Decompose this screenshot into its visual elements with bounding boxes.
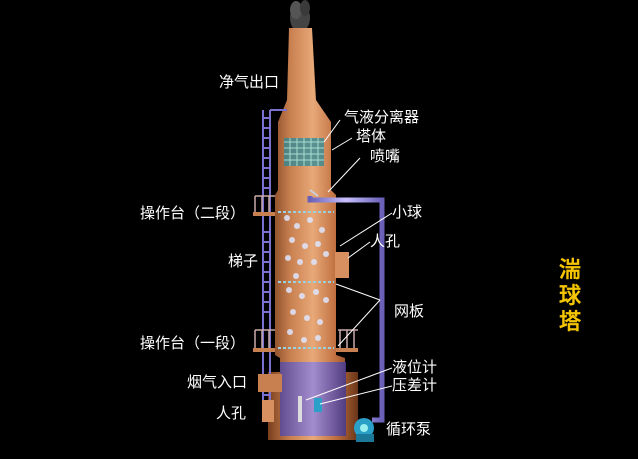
- label-flue-gas-inlet: 烟气入口: [187, 373, 247, 391]
- circulation-pump: [354, 418, 374, 442]
- diff-pressure-gauge: [314, 398, 322, 412]
- label-ladder: 梯子: [228, 252, 258, 270]
- platform-stage1: [253, 329, 358, 352]
- label-mesh-plate: 网板: [394, 302, 424, 320]
- label-level-gauge: 液位计: [392, 358, 437, 376]
- title-char-2: 球: [558, 284, 581, 309]
- small-balls: [284, 215, 329, 343]
- separator-mesh: [284, 138, 324, 166]
- label-platform-stage1: 操作台（一段）: [140, 334, 245, 352]
- label-manhole-upper: 人孔: [370, 232, 400, 250]
- circulation-pipe: [307, 189, 385, 423]
- level-gauge: [298, 396, 302, 422]
- label-manhole-lower: 人孔: [216, 404, 246, 422]
- leader-lines: [305, 119, 393, 405]
- label-tower-body: 塔体: [356, 127, 386, 145]
- platform-stage2: [253, 195, 275, 216]
- sump-liquid: [280, 362, 346, 436]
- flue-gas-inlet: [258, 374, 282, 392]
- title-char-1: 湍: [558, 258, 581, 283]
- smoke-plume: [290, 0, 310, 32]
- label-small-ball: 小球: [392, 203, 422, 221]
- label-nozzle: 喷嘴: [370, 147, 400, 165]
- diagram-title: 湍 球 塔: [555, 258, 585, 336]
- manhole-lower: [262, 400, 274, 422]
- label-circulation-pump: 循环泵: [386, 420, 431, 438]
- tower-body-shell: [268, 28, 358, 440]
- manhole-upper: [335, 252, 349, 278]
- ladder: [262, 109, 287, 410]
- labels: 净气出口 气液分离器 塔体 喷嘴 操作台（二段） 小球 人孔 梯子 网板 操作台…: [140, 73, 437, 438]
- mesh-plates: [278, 211, 334, 349]
- label-gas-liquid-separator: 气液分离器: [344, 108, 419, 126]
- label-clean-gas-outlet: 净气出口: [219, 73, 279, 91]
- label-diff-pressure-gauge: 压差计: [392, 376, 437, 394]
- label-platform-stage2: 操作台（二段）: [140, 204, 245, 222]
- title-char-3: 塔: [558, 310, 581, 335]
